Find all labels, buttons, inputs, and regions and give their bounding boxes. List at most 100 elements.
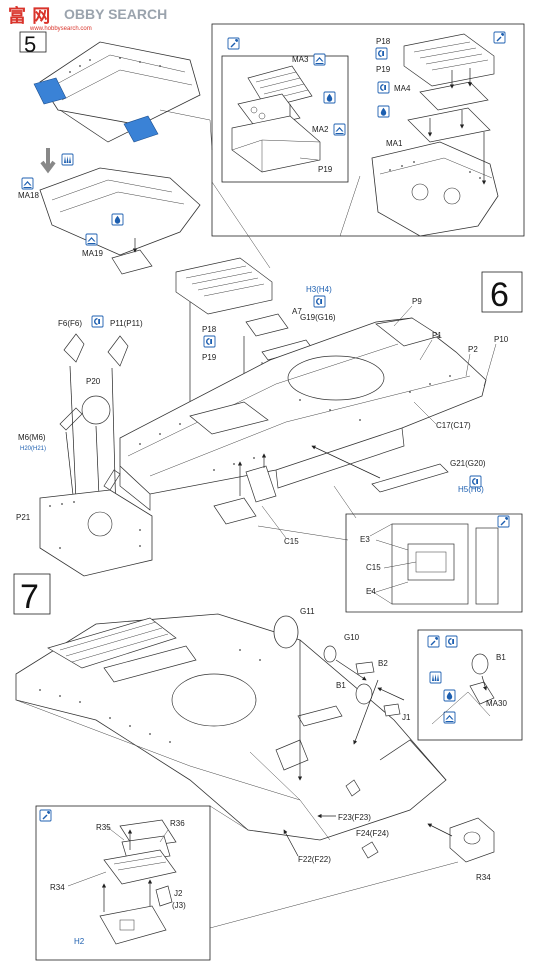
rail-g21 <box>371 463 449 493</box>
label-p11p11: P11(P11) <box>110 319 143 328</box>
exhaust-c15-left <box>213 497 257 525</box>
cement-icon-5 <box>39 809 52 822</box>
step-5: 5 MA18 MA19 <box>18 31 213 275</box>
cement-icon-4 <box>427 635 440 648</box>
etch-ma30 <box>469 681 495 705</box>
flip-icon-5 <box>91 315 104 328</box>
cement-icon-3 <box>497 515 510 528</box>
inset-box-inner <box>221 55 349 183</box>
label-ma2: MA2 <box>312 125 329 134</box>
bend-icon <box>21 177 34 190</box>
cap-g10 <box>323 645 337 663</box>
step-6: 6 P18 P19 H3(H4) G19(G16) A7 P9 <box>16 257 523 577</box>
bend-icon-4 <box>333 123 346 136</box>
engine-deck-upper <box>39 41 201 126</box>
exhaust-c15-right <box>245 465 277 503</box>
inset-engine-grille: MA3 MA2 P19 P18 P19 MA4 MA1 <box>211 23 525 237</box>
mesh-part-ma19 <box>111 249 153 275</box>
flip-icon-2 <box>377 81 390 94</box>
label-p21: P21 <box>16 513 31 522</box>
label-b1-inset: B1 <box>496 653 506 662</box>
label-j3: (J3) <box>172 901 186 910</box>
watermark: 富 网 OBBY SEARCH www.hobbysearch.com <box>8 5 167 32</box>
stowage-box-r34 <box>449 817 495 863</box>
part-small-lever <box>103 469 121 491</box>
cement-icon <box>227 37 240 50</box>
label-p10: P10 <box>494 335 509 344</box>
label-p1: P1 <box>432 331 442 340</box>
label-g10: G10 <box>344 633 360 642</box>
flip-icon <box>375 47 388 60</box>
label-g19g16: G19(G16) <box>300 313 336 322</box>
mount-h2 <box>99 905 167 945</box>
bend-icon-5 <box>443 711 456 724</box>
step-6-number: 6 <box>490 276 509 314</box>
label-c15: C15 <box>284 537 299 546</box>
label-f22f22: F22(F22) <box>298 855 331 864</box>
engine-deck-inset <box>371 141 499 237</box>
label-ma4: MA4 <box>394 84 411 93</box>
label-a7: A7 <box>292 307 302 316</box>
label-ma3: MA3 <box>292 55 309 64</box>
callout-line-c15 <box>333 485 357 519</box>
hatch-p9 <box>375 317 441 347</box>
inset-box-outer <box>211 23 525 237</box>
glue-drop-icon-3 <box>377 105 390 118</box>
step-5-box <box>19 31 47 53</box>
part-p11 <box>107 335 129 367</box>
label-r34: R34 <box>476 873 491 882</box>
step-6-box <box>481 271 523 313</box>
mesh-ma4 <box>419 81 489 111</box>
flip-icon-7 <box>445 635 458 648</box>
engine-deck-lower <box>39 167 201 256</box>
label-h3h4: H3(H4) <box>306 285 332 294</box>
engine-grille-assembled <box>47 617 177 669</box>
engine-grille-cover <box>175 257 273 315</box>
part-b2 <box>355 661 375 675</box>
flip-icon-3 <box>203 335 216 348</box>
inset-exhaust: E3 C15 E4 <box>345 513 523 613</box>
flip-icon-6 <box>469 475 482 488</box>
bend-icon-3 <box>313 53 326 66</box>
label-e3: E3 <box>360 535 370 544</box>
label-h2: H2 <box>74 937 85 946</box>
label-ma19: MA19 <box>82 249 103 258</box>
label-g21g20: G21(G20) <box>450 459 486 468</box>
step-5-number: 5 <box>24 32 36 57</box>
highlight-part-right <box>123 115 159 143</box>
inset-idler-box <box>417 629 523 741</box>
step-7: 7 G11 G10 B2 B1 J1 <box>13 573 523 929</box>
label-b2: B2 <box>378 659 388 668</box>
hull-top <box>119 317 487 495</box>
bend-icon-2 <box>85 233 98 246</box>
cover-p19-inset <box>231 115 321 173</box>
label-j1: J1 <box>402 713 411 722</box>
glue-drop-icon <box>111 213 124 226</box>
label-p19: P19 <box>202 353 217 362</box>
mesh-ma1 <box>407 107 491 143</box>
inset-exhaust-box <box>345 513 523 613</box>
callout-line-right <box>339 175 361 237</box>
label-m6m6: M6(M6) <box>18 433 46 442</box>
watermark-url: www.hobbysearch.com <box>29 26 92 32</box>
wheel-b1-inset <box>471 653 489 675</box>
engine-hatch <box>189 401 269 435</box>
label-p19-inset2: P19 <box>376 65 391 74</box>
highlight-part-left <box>33 77 67 105</box>
label-r34-inset: R34 <box>50 883 65 892</box>
label-j2: J2 <box>174 889 183 898</box>
turret-ring-7 <box>171 673 257 727</box>
label-p20: P20 <box>86 377 101 386</box>
rear-grille <box>103 645 197 683</box>
label-b1: B1 <box>336 681 346 690</box>
grille-ma3 <box>247 65 313 109</box>
label-p18: P18 <box>202 325 217 334</box>
step-7-number: 7 <box>20 578 39 616</box>
watermark-en: OBBY SEARCH <box>64 6 167 22</box>
part-j1 <box>383 703 401 717</box>
tow-bracket <box>297 705 343 727</box>
down-arrow <box>40 148 56 174</box>
callout-line-r34 <box>209 861 459 929</box>
label-f6f6: F6(F6) <box>58 319 82 328</box>
